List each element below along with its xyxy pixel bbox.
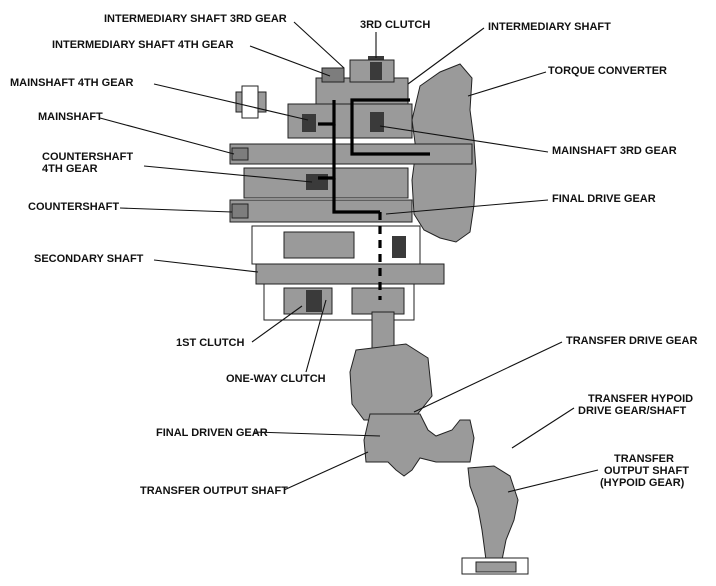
countershaft-gear-block xyxy=(243,167,409,199)
label-final-driven-gear: FINAL DRIVEN GEAR xyxy=(156,427,268,439)
label-transfer-drive-gear: TRANSFER DRIVE GEAR xyxy=(566,335,697,347)
leader-countershaft-4th-gear xyxy=(143,165,313,183)
third-clutch-plates xyxy=(370,62,382,80)
final-driven-gear xyxy=(363,413,475,477)
label-3rd-clutch: 3RD CLUTCH xyxy=(360,19,430,31)
transmission-drawing xyxy=(229,56,529,575)
label-transfer-output-1: TRANSFER xyxy=(614,453,674,465)
label-transfer-output-3: (HYPOID GEAR) xyxy=(600,477,685,489)
label-1st-clutch: 1ST CLUTCH xyxy=(176,337,245,349)
leader-countershaft xyxy=(119,207,233,213)
label-secondary-shaft: SECONDARY SHAFT xyxy=(34,253,144,265)
leader-transfer-output-shaft xyxy=(283,451,369,491)
leader-transfer-hypoid xyxy=(511,407,575,449)
secondary-shaft xyxy=(255,263,445,285)
label-transfer-output-2: OUTPUT SHAFT xyxy=(604,465,689,477)
countershaft xyxy=(229,199,413,223)
power-flow-path xyxy=(318,98,430,300)
label-intermediary-shaft-3rd-gear: INTERMEDIARY SHAFT 3RD GEAR xyxy=(104,13,287,25)
label-mainshaft: MAINSHAFT xyxy=(38,111,103,123)
leader-intermediary-shaft xyxy=(407,27,485,85)
mainshaft-4th-clutch-plates xyxy=(302,114,316,132)
label-torque-converter: TORQUE CONVERTER xyxy=(548,65,667,77)
label-intermediary-shaft: INTERMEDIARY SHAFT xyxy=(488,21,611,33)
leader-final-driven-gear xyxy=(253,431,381,437)
mainshaft-end xyxy=(231,147,249,161)
leader-transfer-output-hypoid xyxy=(507,469,599,493)
label-countershaft-4th-gear-2: 4TH GEAR xyxy=(42,163,98,175)
secondary-upper-gears xyxy=(283,231,355,259)
mainshaft-3rd-clutch-plates xyxy=(370,112,384,132)
label-countershaft: COUNTERSHAFT xyxy=(28,201,119,213)
flow-mainshaft-to-intermediary xyxy=(350,98,430,156)
label-countershaft-4th-gear-1: COUNTERSHAFT xyxy=(42,151,133,163)
transfer-output-shaft xyxy=(467,465,519,561)
countershaft-end xyxy=(231,203,249,219)
label-intermediary-shaft-4th-gear: INTERMEDIARY SHAFT 4TH GEAR xyxy=(52,39,234,51)
label-transfer-hypoid-2: DRIVE GEAR/SHAFT xyxy=(578,405,686,417)
first-clutch-plates xyxy=(306,290,322,312)
label-final-drive-gear: FINAL DRIVE GEAR xyxy=(552,193,656,205)
pump-cap xyxy=(241,85,259,119)
leader-transfer-drive-gear xyxy=(413,341,563,413)
label-transfer-output-shaft: TRANSFER OUTPUT SHAFT xyxy=(140,485,288,497)
callout-labels: INTERMEDIARY SHAFT 3RD GEAR 3RD CLUTCH I… xyxy=(10,13,697,497)
label-mainshaft-3rd-gear: MAINSHAFT 3RD GEAR xyxy=(552,145,677,157)
leader-one-way-clutch xyxy=(305,299,327,373)
flow-countershaft xyxy=(332,178,380,214)
intermediary-3rd-gear-body xyxy=(321,67,345,83)
leader-mainshaft-4th-gear xyxy=(153,83,309,121)
leader-secondary-shaft xyxy=(153,259,259,273)
leader-1st-clutch xyxy=(251,305,303,343)
label-one-way-clutch: ONE-WAY CLUTCH xyxy=(226,373,326,385)
intermediary-shaft-housing xyxy=(315,77,409,109)
differential-housing xyxy=(349,343,433,421)
leader-final-drive-gear xyxy=(385,199,549,215)
leader-intermediary-3rd-gear xyxy=(293,21,345,69)
leader-mainshaft-3rd-gear xyxy=(379,125,549,153)
leader-mainshaft xyxy=(99,117,235,155)
label-transfer-hypoid-1: TRANSFER HYPOID xyxy=(588,393,693,405)
secondary-clutch-plates xyxy=(392,236,406,258)
label-mainshaft-4th-gear: MAINSHAFT 4TH GEAR xyxy=(10,77,134,89)
leader-lines xyxy=(99,21,599,493)
leader-torque-converter xyxy=(467,71,547,97)
one-way-clutch-body xyxy=(351,287,405,315)
leader-intermediary-4th-gear xyxy=(249,45,331,77)
output-flange-core xyxy=(475,561,517,573)
